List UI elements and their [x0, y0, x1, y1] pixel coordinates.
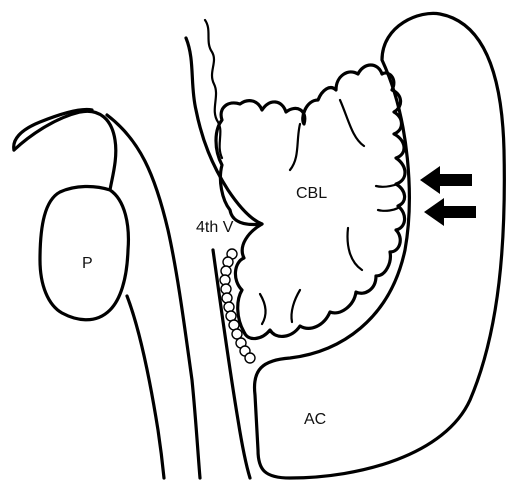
- arachnoid-cyst-outline: [254, 13, 504, 478]
- cerebellum-folia-6: [291, 290, 300, 322]
- cerebellum-folia-7: [260, 294, 266, 324]
- fourth-ventricle-label: 4th V: [196, 219, 234, 236]
- upper-arrow: [420, 166, 472, 194]
- spinal-cord-anterior: [14, 110, 92, 151]
- cerebellum-folia-3: [376, 184, 398, 187]
- brainstem-outline: [14, 111, 128, 320]
- arachnoid-cyst-label: AC: [304, 411, 326, 428]
- cerebellum-label: CBL: [296, 185, 327, 202]
- cerebellum-folia-5: [348, 228, 362, 270]
- superior-wavy-line: [205, 20, 222, 158]
- spinal-cord-left-edge: [127, 296, 164, 478]
- cerebellum-folia-1: [290, 124, 300, 170]
- lower-arrow: [424, 198, 476, 226]
- pons-label: P: [82, 255, 93, 272]
- cerebellum-folia-4: [378, 208, 398, 211]
- spinal-cord-right-edge: [107, 115, 200, 478]
- cerebellum-folia-2: [340, 100, 364, 146]
- posterior-fossa-floor: [213, 250, 250, 478]
